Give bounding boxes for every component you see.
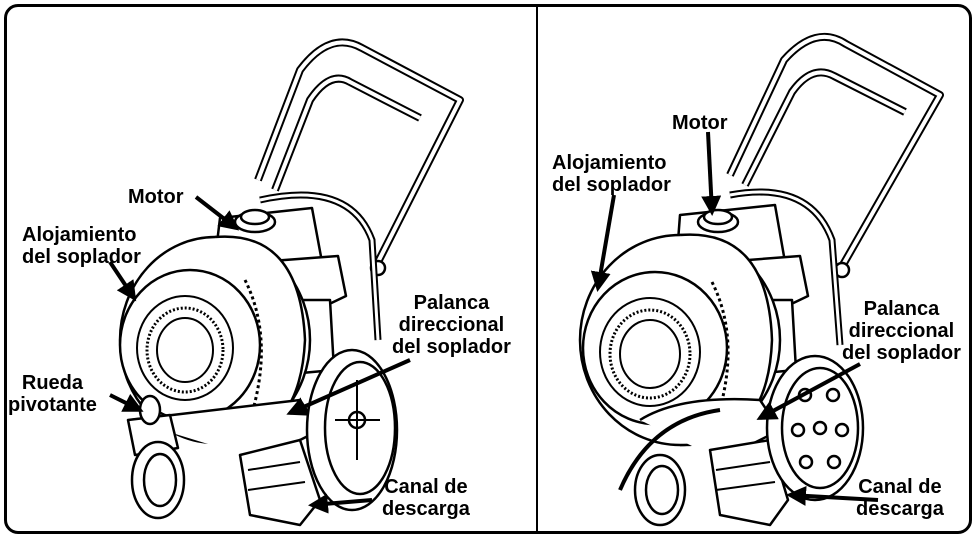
figure-frame bbox=[4, 4, 972, 534]
right-label-lever: Palanca direccional del soplador bbox=[842, 298, 961, 364]
right-discharge-chute bbox=[708, 438, 790, 527]
right-big-wheel bbox=[765, 354, 865, 502]
left-big-wheel bbox=[305, 348, 399, 512]
left-label-chute: Canal de descarga bbox=[382, 476, 470, 520]
right-callout-arrows bbox=[590, 131, 879, 506]
right-label-housing: Alojamiento del soplador bbox=[552, 152, 671, 196]
right-blower-housing bbox=[578, 233, 782, 447]
left-callout-arrows bbox=[108, 195, 411, 514]
left-label-lever: Palanca direccional del soplador bbox=[392, 292, 511, 358]
panel-divider bbox=[536, 4, 538, 534]
right-blower-drawing bbox=[578, 32, 944, 527]
left-label-housing: Alojamiento del soplador bbox=[22, 224, 141, 268]
left-blower-drawing bbox=[118, 38, 464, 527]
left-blower-housing bbox=[118, 235, 312, 445]
right-label-motor: Motor bbox=[672, 112, 728, 134]
left-label-caster: Rueda pivotante bbox=[8, 372, 97, 416]
left-label-motor: Motor bbox=[128, 186, 184, 208]
right-label-chute: Canal de descarga bbox=[856, 476, 944, 520]
right-small-wheel bbox=[618, 408, 721, 527]
left-caster-wheel bbox=[126, 394, 186, 520]
